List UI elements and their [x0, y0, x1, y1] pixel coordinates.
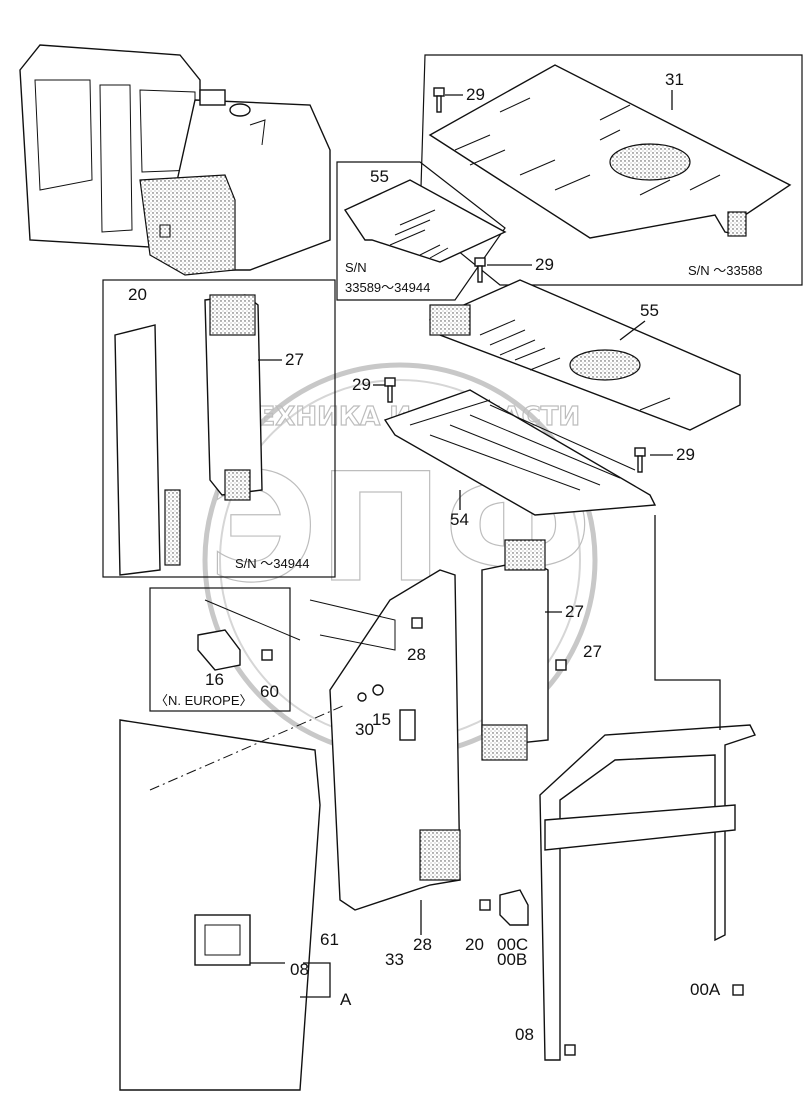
bolt-icon: [384, 377, 396, 403]
callout-a: 08: [290, 960, 309, 979]
callout-29b: 29: [535, 255, 554, 274]
callout-29a: 29: [466, 85, 485, 104]
note-sn-33588: S/N ～33588: [688, 263, 762, 278]
callout-54: 54: [450, 510, 469, 529]
bolt-icon: [634, 447, 646, 473]
callout-60: 16: [205, 670, 224, 689]
callout-16: 30: [355, 720, 374, 739]
callout-20a: 20: [128, 285, 147, 304]
callout-14: A: [340, 990, 352, 1009]
bolt-icon: [479, 899, 744, 1056]
callout-08a: 00A: [690, 980, 721, 999]
callout-00c: 20: [465, 935, 484, 954]
door-panel-14: 08 A: [119, 704, 352, 1091]
note-sn-34944: S/N ～34944: [235, 556, 309, 571]
callout-30: 27: [583, 642, 602, 661]
callout-27a: 27: [285, 350, 304, 369]
callout-27b: 27: [565, 602, 584, 621]
bolt-icon: [261, 649, 273, 661]
note-region: 〈N. EUROPE〉: [155, 693, 253, 708]
callout-00a: 00B: [497, 950, 527, 969]
callout-15: 15: [372, 710, 391, 729]
frame-20: 28 15 30 61 33 28: [309, 569, 461, 969]
callout-55b: 55: [640, 301, 659, 320]
washer-icon: [357, 692, 367, 702]
callout-28b: 33: [385, 950, 404, 969]
detail-box-sn-34944: 20 27 S/N ～34944: [102, 279, 336, 578]
bolt-icon: [555, 659, 567, 671]
callout-33: 61: [320, 930, 339, 949]
callout-08b: 08: [515, 1025, 534, 1044]
bolt-icon: [474, 257, 486, 283]
callout-28a: 28: [407, 645, 426, 664]
callout-29c: 29: [352, 375, 371, 394]
callout-61: 60: [260, 682, 279, 701]
panel-55: 55 29: [428, 255, 741, 431]
note-sn-33589-34944: 33589～34944: [345, 280, 430, 295]
callout-20b: 28: [413, 935, 432, 954]
nut-icon: [372, 684, 384, 696]
detail-box-n-europe: 16 60 〈N. EUROPE〉: [149, 587, 301, 712]
bracket-27: 27 27: [481, 539, 602, 761]
bolt-icon: [411, 617, 423, 629]
excavator-overview: [19, 44, 331, 276]
bolt-icon: [433, 87, 445, 113]
panel-54: 54 29 29: [352, 375, 695, 529]
callout-00b: 00C: [497, 935, 528, 954]
detail-box-sn-33589-34944: 55 S/N 33589～34944: [336, 161, 507, 301]
frame-00a: 20 00C 00B 00A 08: [465, 515, 756, 1061]
detail-box-sn-33588: 31 29 S/N ～33588: [419, 54, 803, 286]
callout-29d: 29: [676, 445, 695, 464]
callout-31: 31: [665, 70, 684, 89]
note-sn-prefix: S/N: [345, 260, 367, 275]
callout-55a: 55: [370, 167, 389, 186]
